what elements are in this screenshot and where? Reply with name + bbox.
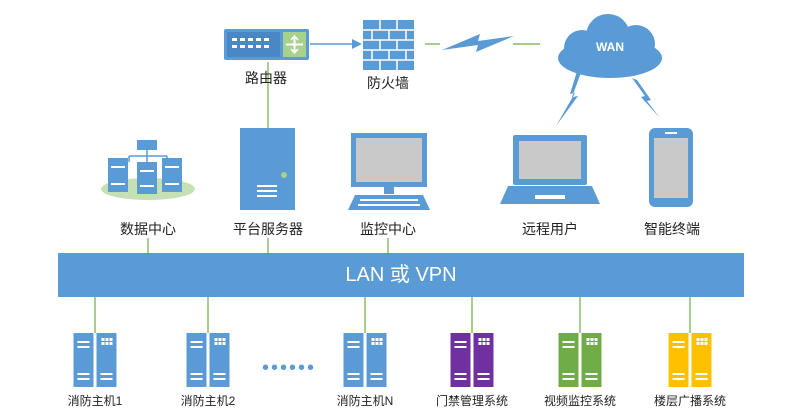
lightning-wan-phone-icon bbox=[632, 78, 660, 118]
lan-vpn-bus-label: LAN 或 VPN bbox=[345, 264, 457, 286]
fire-host-1-label: 消防主机1 bbox=[67, 394, 123, 408]
remote-user-label: 远程用户 bbox=[522, 221, 578, 237]
firewall-icon bbox=[363, 20, 414, 70]
floor-broadcast-system-icon bbox=[668, 333, 712, 387]
monitoring-center-label: 监控中心 bbox=[360, 221, 416, 237]
smartphone-icon bbox=[649, 128, 693, 207]
data-center-label: 数据中心 bbox=[120, 221, 176, 237]
wan-label: WAN bbox=[596, 40, 624, 54]
router-label: 路由器 bbox=[245, 70, 287, 86]
access-control-system-label: 门禁管理系统 bbox=[435, 394, 509, 408]
monitoring-center-icon bbox=[348, 133, 430, 210]
wireless-link-icons bbox=[442, 34, 660, 126]
video-surveillance-system-icon bbox=[558, 333, 602, 387]
more-hosts-ellipsis: •••••• bbox=[262, 357, 317, 379]
router-firewall-arrow bbox=[310, 39, 362, 49]
fire-host-2-label: 消防主机2 bbox=[180, 394, 236, 408]
platform-server-label: 平台服务器 bbox=[233, 221, 303, 237]
router-icon bbox=[224, 29, 309, 60]
firewall-label: 防火墙 bbox=[367, 75, 409, 91]
lightning-wan-laptop-icon bbox=[556, 68, 582, 126]
video-surveillance-system-label: 视频监控系统 bbox=[543, 394, 617, 408]
floor-broadcast-system-label: 楼层广播系统 bbox=[653, 394, 727, 408]
connection-lines bbox=[94, 43, 691, 333]
lan-vpn-bus bbox=[58, 253, 744, 297]
fire-host-n-label: 消防主机N bbox=[336, 394, 394, 408]
smart-terminal-label: 智能终端 bbox=[644, 221, 700, 237]
lightning-firewall-wan-icon bbox=[442, 34, 514, 52]
fire-host-1-icon bbox=[73, 333, 117, 387]
fire-host-2-icon bbox=[186, 333, 230, 387]
data-center-icon bbox=[101, 140, 195, 200]
fire-host-n-icon bbox=[343, 333, 387, 387]
wan-cloud-icon bbox=[558, 14, 662, 78]
laptop-icon bbox=[500, 135, 600, 204]
platform-server-icon bbox=[240, 128, 295, 210]
access-control-system-icon bbox=[450, 333, 494, 387]
bottom-host-icons bbox=[73, 333, 712, 387]
